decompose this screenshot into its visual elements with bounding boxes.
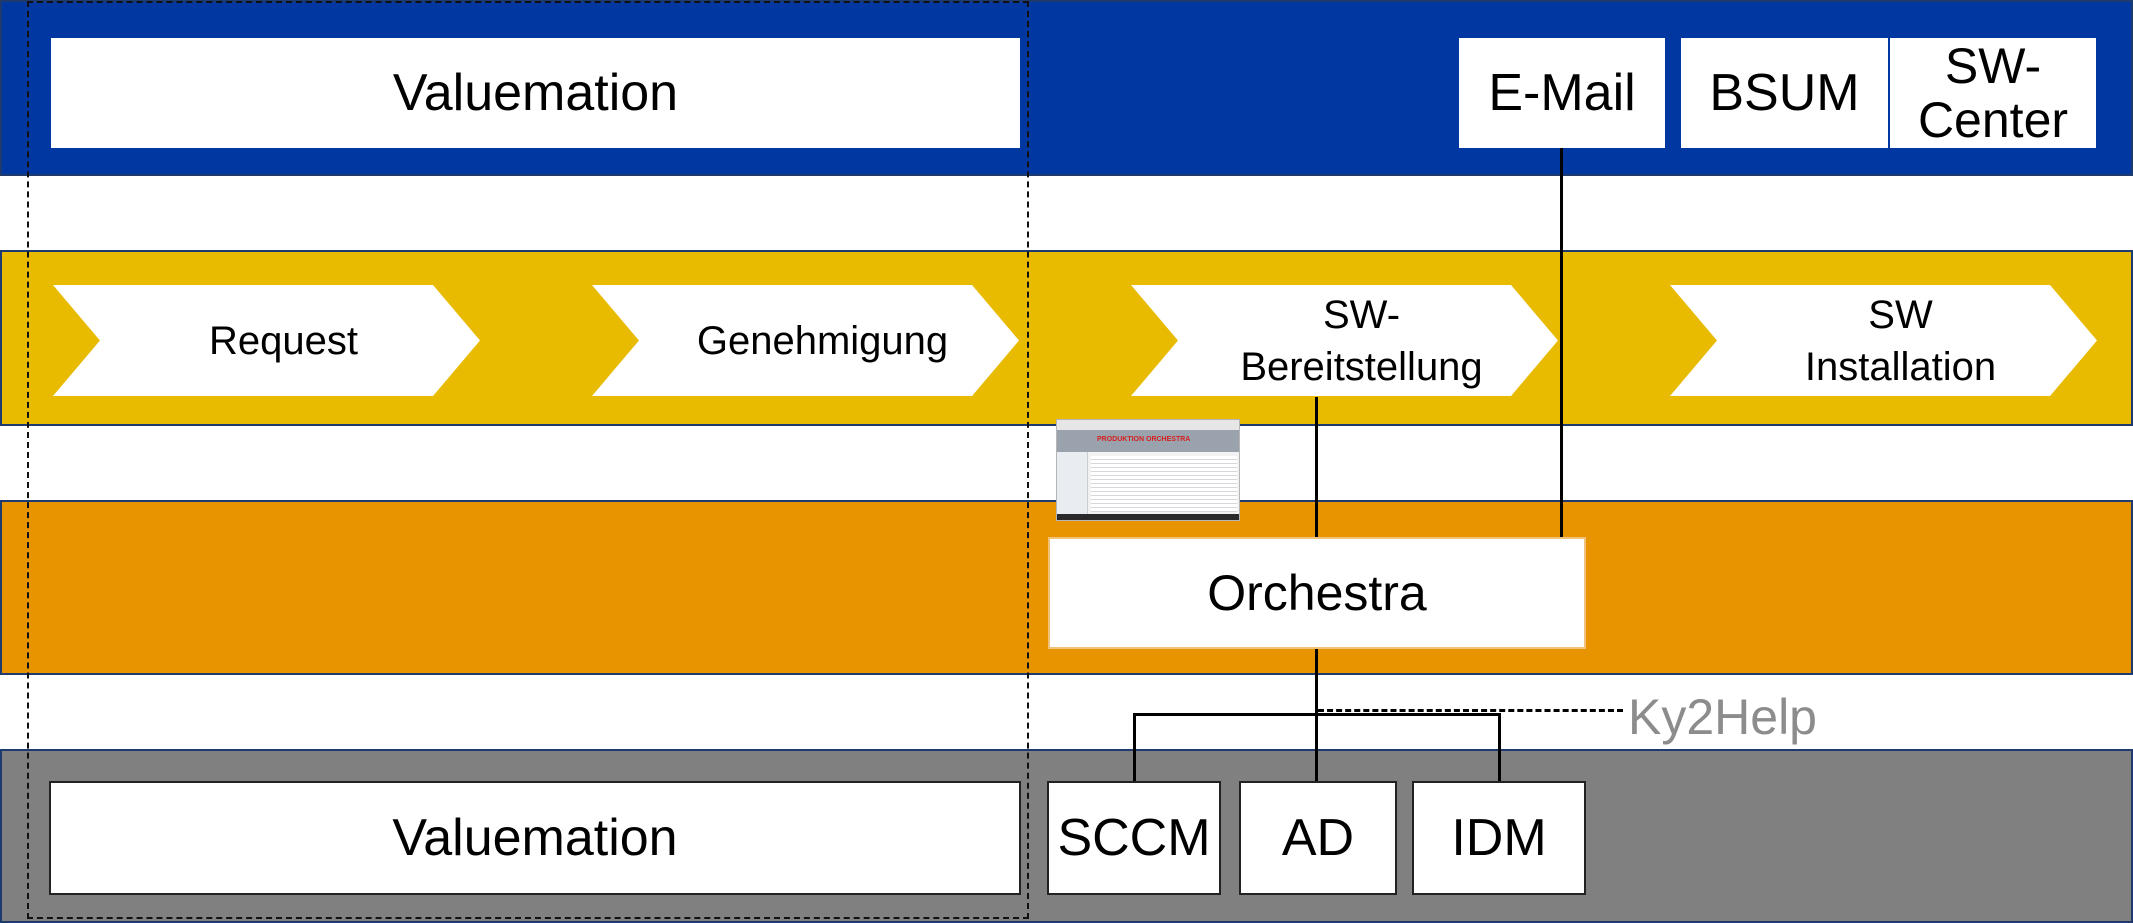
- email-label: E-Mail: [1488, 63, 1636, 122]
- sw-center-label-line1: SW-: [1944, 38, 2042, 94]
- orchestra-label: Orchestra: [1207, 565, 1427, 621]
- sccm-label: SCCM: [1057, 808, 1211, 867]
- process-step-label: Request: [209, 318, 358, 363]
- process-step-label-line2: Installation: [1804, 344, 1997, 389]
- idm-label: IDM: [1451, 808, 1547, 867]
- email-box[interactable]: E-Mail: [1459, 38, 1665, 148]
- sw-center-label-line2: Center: [1917, 92, 2069, 148]
- process-step-label-line1: SW-: [1322, 292, 1401, 337]
- valuemation-bottom-label: Valuemation: [392, 808, 678, 867]
- process-step-request[interactable]: Request: [53, 285, 480, 396]
- bsum-box[interactable]: BSUM: [1681, 38, 1888, 148]
- process-step-genehmigung[interactable]: Genehmigung: [592, 285, 1019, 396]
- connector-email-orchestra: [1560, 148, 1563, 537]
- bsum-label: BSUM: [1709, 63, 1860, 122]
- ky2help-label: Ky2Help: [1628, 689, 1817, 745]
- ad-label: AD: [1281, 808, 1355, 867]
- connector-bus: [1133, 713, 1501, 716]
- connector-ky2help-dashed: [1318, 709, 1623, 712]
- orchestra-screenshot-thumbnail: PRODUKTION ORCHESTRA: [1056, 419, 1240, 521]
- valuemation-top-box[interactable]: Valuemation: [51, 38, 1020, 148]
- connector-bereitstellung-orchestra: [1315, 397, 1318, 537]
- idm-box[interactable]: IDM: [1412, 781, 1586, 895]
- sw-center-box[interactable]: SW- Center: [1890, 38, 2096, 148]
- valuemation-top-label: Valuemation: [392, 63, 679, 122]
- thumbnail-banner-text: PRODUKTION ORCHESTRA: [1097, 436, 1191, 443]
- connector-idm: [1498, 713, 1501, 781]
- process-step-label-line1: SW: [1868, 292, 1933, 337]
- sccm-box[interactable]: SCCM: [1047, 781, 1221, 895]
- process-step-sw-installation[interactable]: SW Installation: [1670, 285, 2097, 396]
- process-step-label: Genehmigung: [696, 318, 949, 363]
- valuemation-dashed-frame: [27, 1, 1029, 919]
- connector-sccm: [1133, 713, 1136, 781]
- valuemation-bottom-box[interactable]: Valuemation: [49, 781, 1021, 895]
- process-step-sw-bereitstellung[interactable]: SW- Bereitstellung: [1131, 285, 1558, 396]
- orchestra-box[interactable]: Orchestra: [1048, 537, 1586, 649]
- ad-box[interactable]: AD: [1239, 781, 1397, 895]
- process-step-label-line2: Bereitstellung: [1240, 344, 1483, 389]
